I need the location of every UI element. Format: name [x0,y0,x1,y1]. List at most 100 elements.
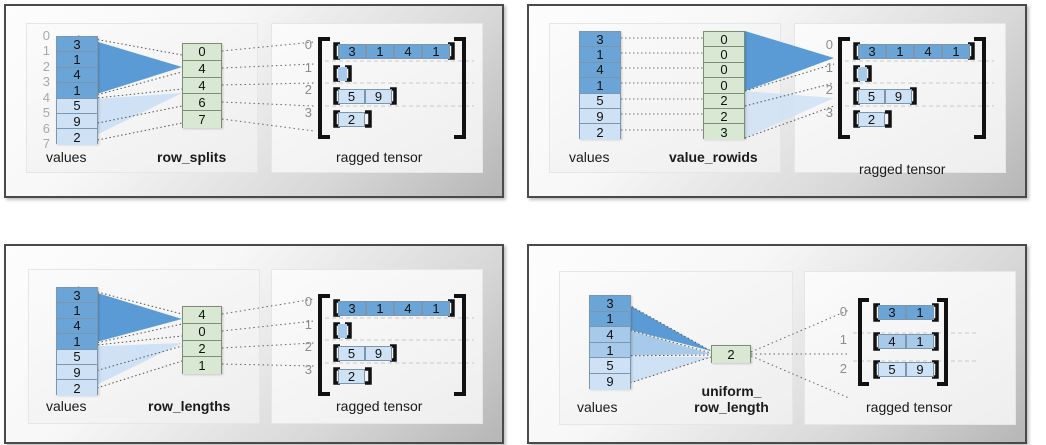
ragged-row-label: 3 [304,105,312,120]
panel-row-lengths-connectors [77,286,315,395]
values-column: 3 1 4 1 5 9 2 [56,36,98,145]
value-cell: 9 [580,109,620,125]
value-cell: 3 [57,288,97,304]
ragged-cell: 5 [338,89,365,104]
panel-uniform-connectors [610,294,850,399]
ragged-cell: 1 [906,334,934,349]
ragged-tensor-brackets [318,294,474,396]
ragged-cell: 2 [338,369,365,384]
ragged-row-label: 1 [304,317,312,332]
ragged-cell-empty [338,324,347,338]
panel-row-splits: 3 1 4 1 5 9 2 0 1 2 3 4 5 6 7 0 4 4 6 7 … [4,4,504,198]
ragged-row-label: 2 [304,82,312,97]
encoding-cell: 4 [183,60,221,78]
ragged-cell: 3 [878,305,906,320]
ragged-cell: 3 [338,44,366,59]
ragged-tensor-value-rowids: 3 1 4 1 5 9 2 [834,36,994,140]
caption-ragged-tensor: ragged tensor [866,399,953,415]
ragged-tensor-brackets [838,37,994,139]
value-index-label: 7 [42,136,50,151]
ragged-cell: 9 [906,362,934,377]
value-index-label: 0 [42,28,50,43]
value-cell: 1 [57,83,97,99]
encoding-cell: 0 [704,47,744,63]
ragged-cell: 1 [942,44,970,59]
value-index-label: 3 [42,74,50,89]
ragged-cell-empty [338,67,347,81]
panel-row-lengths: 3 1 4 1 5 9 2 4 0 2 1 values row_lengths… [4,244,504,444]
ragged-cell: 2 [338,112,365,127]
ragged-row-label: 1 [304,60,312,75]
encoding-cell: 6 [183,94,221,112]
ragged-cell: 5 [858,89,885,104]
value-cell: 2 [57,129,97,145]
ragged-cell: 1 [886,44,914,59]
caption-values: values [46,398,87,414]
ragged-row-label: 0 [304,37,312,52]
ragged-cell-empty [858,67,867,81]
ragged-cell: 4 [878,334,906,349]
ragged-tensor-brackets [318,37,474,139]
ragged-tensor-brackets [853,298,977,386]
encoding-cell: 0 [704,78,744,94]
caption-values: values [577,399,618,415]
value-cell: 3 [57,37,97,53]
ragged-row-label: 2 [839,361,847,376]
value-cell: 9 [590,373,630,390]
encoding-column-uniform-row-length: 2 [711,345,751,363]
value-cell: 4 [590,327,630,343]
value-cell: 1 [590,343,630,359]
encoding-cell: 0 [183,44,221,61]
encoding-column-value-rowids: 0 0 0 0 2 2 3 [703,31,745,140]
ragged-cell: 4 [914,44,942,59]
encoding-cell: 2 [704,93,744,109]
caption-encoding: value_rowids [669,149,758,165]
value-index-label: 4 [42,90,50,105]
values-column: 3 1 4 1 5 9 [589,295,631,390]
value-cell: 2 [580,124,620,140]
ragged-tensor-uniform: 3 1 4 1 5 9 [849,294,979,404]
value-cell: 1 [57,334,97,350]
value-cell: 2 [57,380,97,396]
value-cell: 9 [57,114,97,130]
encoding-cell: 4 [183,77,221,95]
ragged-row-label: 2 [825,82,833,97]
panel-row-splits-connectors [77,35,315,145]
ragged-cell: 1 [366,44,394,59]
value-index-label: 1 [42,43,50,58]
value-cell: 5 [590,358,630,374]
ragged-cell: 5 [338,346,365,361]
caption-ragged-tensor: ragged tensor [859,161,946,177]
ragged-row-label: 3 [825,105,833,120]
ragged-tensor-row-splits: 3 1 4 1 5 9 2 [314,36,474,140]
value-cell: 4 [57,67,97,84]
caption-ragged-tensor: ragged tensor [336,398,423,414]
ragged-cell: 4 [394,301,422,316]
caption-values: values [46,149,87,165]
ragged-cell: 9 [885,89,912,104]
ragged-cell: 3 [338,301,366,316]
values-column: 3 1 4 1 5 9 2 [56,287,98,396]
value-cell: 4 [57,318,97,335]
panel-value-rowids: 3 1 4 1 5 9 2 0 0 0 0 2 2 3 values value… [527,4,1027,198]
ragged-row-label: 0 [825,37,833,52]
ragged-cell: 1 [906,305,934,320]
value-cell: 9 [57,365,97,381]
ragged-cell: 1 [422,44,450,59]
encoding-cell: 0 [183,323,221,341]
encoding-cell: 0 [704,62,744,79]
encoding-cell: 2 [183,340,221,358]
value-index-label: 2 [42,59,50,74]
value-cell: 1 [580,78,620,94]
ragged-row-label: 3 [304,362,312,377]
value-cell: 1 [590,311,630,328]
caption-encoding: row_lengths [148,398,231,414]
value-cell: 3 [590,296,630,312]
ragged-cell: 4 [394,44,422,59]
value-cell: 1 [580,47,620,63]
encoding-cell: 2 [704,109,744,125]
caption-ragged-tensor: ragged tensor [336,149,423,165]
ragged-row-label: 0 [839,304,847,319]
encoding-cell: 1 [183,357,221,375]
